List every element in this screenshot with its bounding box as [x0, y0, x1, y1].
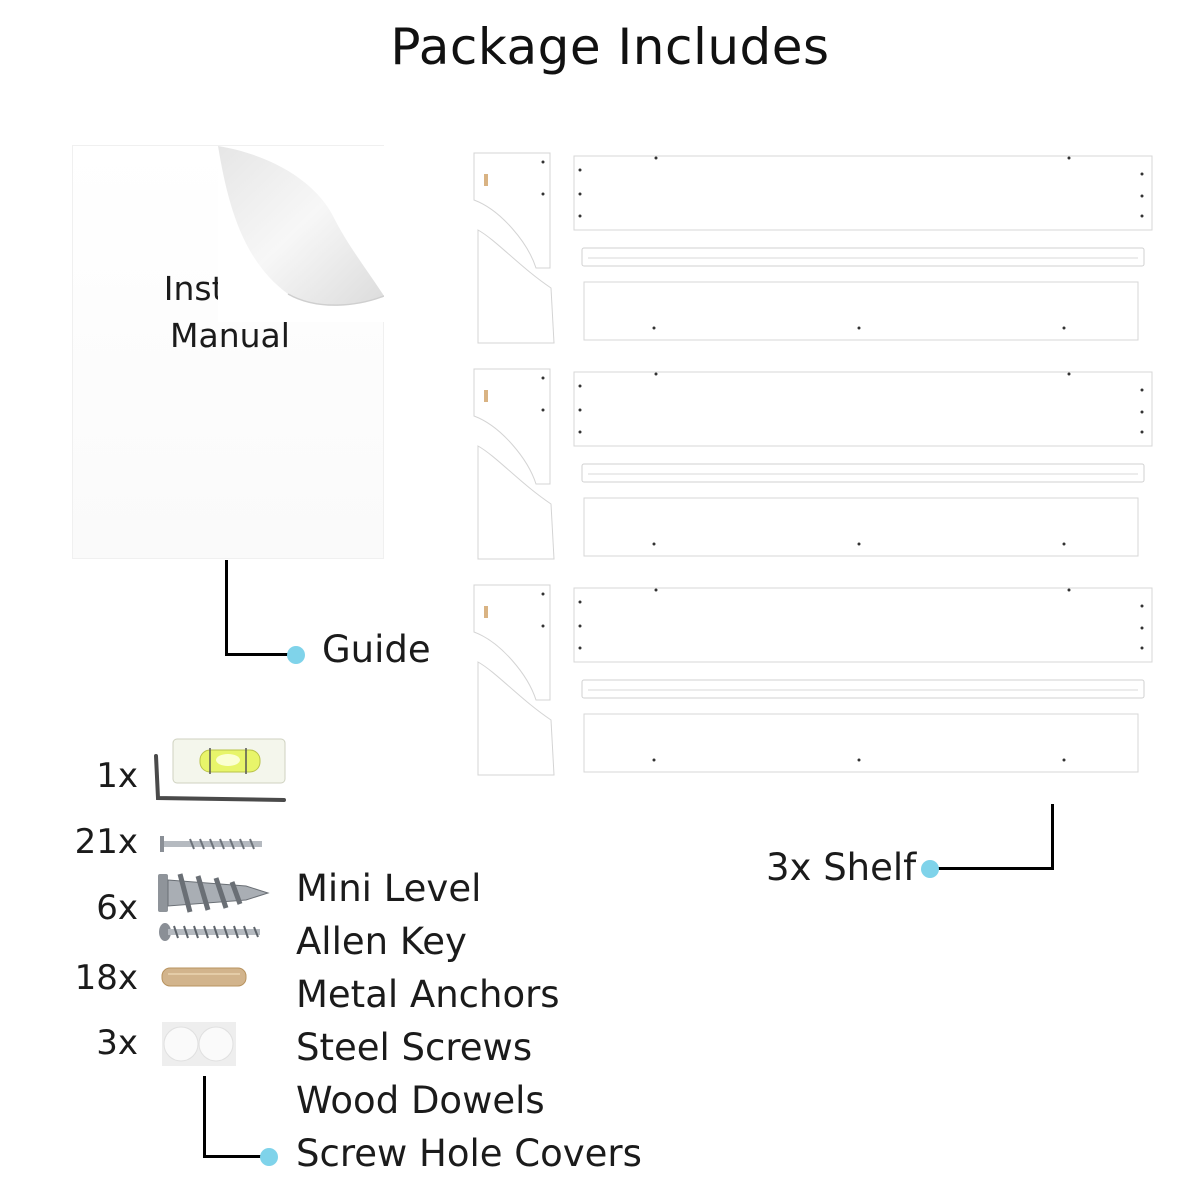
hardware-label-steel-screws: Steel Screws — [296, 1026, 533, 1069]
metal-anchor-icon — [158, 873, 270, 913]
guide-dot — [287, 646, 305, 664]
qty-level-key: 1x — [96, 756, 138, 796]
steel-screw-icon — [159, 923, 260, 941]
guide-label: Guide — [322, 628, 431, 671]
qty-anchors: 6x — [96, 888, 138, 928]
qty-covers: 3x — [96, 1023, 138, 1063]
shelf-sets — [473, 152, 1153, 776]
hardware-label-allen-key: Allen Key — [296, 920, 467, 963]
covers-dot — [260, 1148, 278, 1166]
shelf-leader-vertical — [1051, 804, 1054, 870]
hardware-label-screw-hole-covers: Screw Hole Covers — [296, 1132, 642, 1175]
mini-level-icon — [172, 738, 286, 784]
covers-leader-vertical — [203, 1076, 206, 1158]
qty-dowels: 18x — [74, 958, 138, 998]
hardware-label-metal-anchors: Metal Anchors — [296, 973, 560, 1016]
guide-leader-horizontal — [225, 653, 293, 656]
page-curl-icon — [218, 146, 384, 322]
guide-leader-vertical — [225, 560, 228, 656]
shelf-dot — [921, 860, 939, 878]
screw-hole-covers-icon — [162, 1022, 236, 1066]
wood-dowel-icon — [161, 967, 247, 987]
covers-leader-horizontal — [203, 1155, 263, 1158]
qty-screws: 21x — [74, 822, 138, 862]
manual-title-line-2: Manual — [170, 316, 290, 355]
hardware-label-wood-dowels: Wood Dowels — [296, 1079, 545, 1122]
screw-small-icon — [160, 836, 262, 852]
shelf-label: 3x Shelf — [766, 846, 917, 889]
allen-key-icon — [154, 754, 286, 802]
page-title: Package Includes — [390, 18, 830, 76]
shelf-leader-horizontal — [935, 867, 1054, 870]
hardware-label-mini-level: Mini Level — [296, 867, 482, 910]
